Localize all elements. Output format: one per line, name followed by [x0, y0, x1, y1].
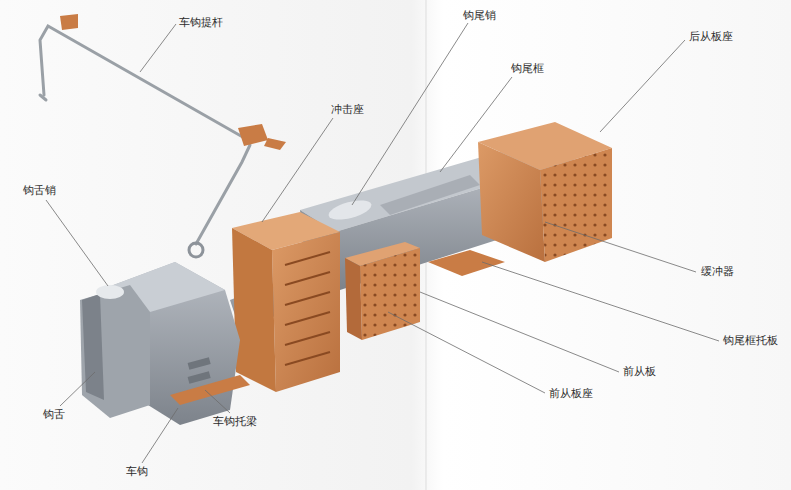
part-label: 前从板	[622, 365, 657, 378]
part-label: 钩尾框托板	[722, 334, 779, 347]
part-label: 钩尾框	[510, 62, 545, 75]
part-label: 车钩托梁	[212, 415, 258, 428]
part-label: 冲击座	[330, 103, 365, 116]
part-label: 后从板座	[688, 30, 734, 43]
part-label: 钩舌销	[22, 184, 57, 197]
part-label: 前从板座	[548, 387, 594, 400]
part-label: 钩尾销	[462, 9, 497, 22]
part-label: 车钩	[125, 465, 149, 478]
part-label: 车钩提杆	[178, 16, 224, 29]
part-label: 钩舌	[42, 408, 66, 421]
part-label: 缓冲器	[700, 265, 735, 278]
